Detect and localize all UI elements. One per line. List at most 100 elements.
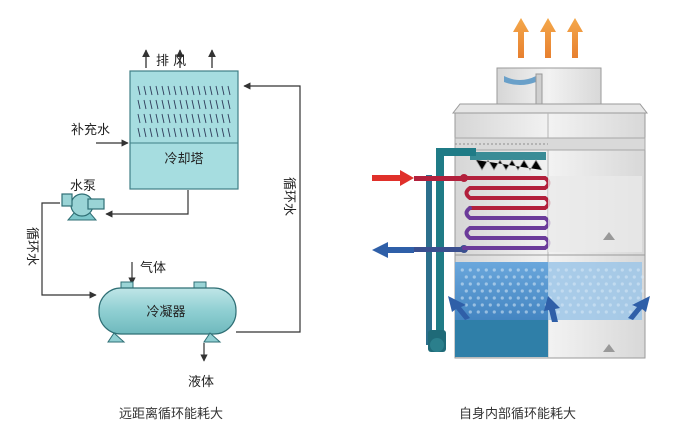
water-droplet bbox=[600, 289, 604, 293]
water-droplet bbox=[540, 282, 544, 286]
fill-stroke bbox=[155, 127, 159, 138]
water-droplet bbox=[544, 275, 548, 279]
water-droplet bbox=[520, 289, 524, 293]
water-droplet bbox=[592, 275, 596, 279]
water-droplet bbox=[472, 289, 476, 293]
water-droplet bbox=[480, 303, 484, 307]
water-droplet bbox=[640, 289, 644, 293]
water-droplet bbox=[588, 310, 592, 314]
right-arrow-icon bbox=[372, 170, 414, 186]
water-droplet bbox=[608, 275, 612, 279]
fill-stroke bbox=[191, 85, 195, 96]
water-droplet bbox=[552, 275, 556, 279]
water-droplet bbox=[496, 275, 500, 279]
fill-stroke bbox=[137, 99, 141, 110]
fill-stroke bbox=[227, 99, 231, 110]
water-droplet bbox=[620, 282, 624, 286]
water-droplet bbox=[608, 303, 612, 307]
water-droplet bbox=[624, 289, 628, 293]
water-droplet bbox=[584, 275, 588, 279]
water-droplet bbox=[512, 289, 516, 293]
water-droplet bbox=[484, 296, 488, 300]
water-droplet bbox=[504, 303, 508, 307]
water-droplet bbox=[568, 289, 572, 293]
water-droplet bbox=[488, 303, 492, 307]
water-droplet bbox=[572, 268, 576, 272]
fill-stroke bbox=[179, 99, 183, 110]
water-droplet bbox=[504, 289, 508, 293]
water-droplet bbox=[508, 310, 512, 314]
exhaust-arrows bbox=[142, 49, 216, 68]
fill-stroke bbox=[179, 113, 183, 124]
water-droplet bbox=[536, 303, 540, 307]
fill-stroke bbox=[215, 99, 219, 110]
water-droplet bbox=[524, 282, 528, 286]
water-droplet bbox=[560, 289, 564, 293]
fill-stroke bbox=[143, 99, 147, 110]
water-droplet bbox=[632, 275, 636, 279]
exhaust-label: 排 风 bbox=[156, 54, 186, 69]
spray-nozzles bbox=[475, 159, 543, 171]
fill-stroke bbox=[209, 99, 213, 110]
water-droplet bbox=[476, 310, 480, 314]
right-illustration: 自身内部循环能耗大 bbox=[372, 18, 650, 422]
tower-roof bbox=[451, 103, 649, 114]
water-droplet bbox=[532, 310, 536, 314]
water-droplet bbox=[568, 275, 572, 279]
water-droplet bbox=[596, 310, 600, 314]
water-droplet bbox=[528, 289, 532, 293]
water-droplet bbox=[476, 282, 480, 286]
water-droplet bbox=[516, 296, 520, 300]
fill-stroke bbox=[197, 85, 201, 96]
fill-stroke bbox=[173, 85, 177, 96]
water-droplet bbox=[468, 282, 472, 286]
nameplate-icon bbox=[603, 344, 615, 352]
water-droplet bbox=[628, 282, 632, 286]
water-droplet bbox=[512, 275, 516, 279]
left-arrow-icon bbox=[372, 242, 414, 258]
fill-stroke bbox=[197, 127, 201, 138]
fill-stroke bbox=[227, 85, 231, 96]
water-droplet bbox=[580, 310, 584, 314]
spray-header bbox=[470, 152, 546, 160]
fill-stroke bbox=[173, 127, 177, 138]
water-droplet bbox=[636, 296, 640, 300]
right-caption: 自身内部循环能耗大 bbox=[459, 406, 576, 422]
water-droplet bbox=[496, 303, 500, 307]
fill-stroke bbox=[191, 99, 195, 110]
water-droplet bbox=[572, 310, 576, 314]
liquid-label: 液体 bbox=[188, 375, 214, 390]
water-droplet bbox=[484, 268, 488, 272]
water-droplet bbox=[556, 310, 560, 314]
water-droplet bbox=[564, 282, 568, 286]
water-droplet bbox=[516, 282, 520, 286]
fill-stroke bbox=[161, 127, 165, 138]
water-droplet bbox=[580, 296, 584, 300]
fill-stroke bbox=[167, 113, 171, 124]
water-droplet bbox=[468, 268, 472, 272]
water-droplet bbox=[488, 289, 492, 293]
water-droplet bbox=[496, 289, 500, 293]
condenser-vessel bbox=[98, 281, 237, 343]
water-droplet bbox=[612, 296, 616, 300]
water-droplet bbox=[640, 275, 644, 279]
water-droplet bbox=[500, 310, 504, 314]
water-droplet bbox=[480, 275, 484, 279]
water-droplet bbox=[552, 289, 556, 293]
water-droplet bbox=[592, 303, 596, 307]
fan-stack bbox=[496, 67, 602, 111]
cooling-tower-label: 冷却塔 bbox=[164, 152, 203, 167]
fill-stroke bbox=[221, 85, 225, 96]
air-inlet-center-icon bbox=[544, 296, 560, 322]
fill-stroke bbox=[209, 113, 213, 124]
water-droplet bbox=[520, 303, 524, 307]
fill-stroke bbox=[161, 113, 165, 124]
fill-stroke bbox=[167, 99, 171, 110]
recirculation-pump-icon bbox=[428, 330, 446, 352]
water-droplet bbox=[632, 289, 636, 293]
water-droplet bbox=[584, 303, 588, 307]
fill-stroke bbox=[215, 127, 219, 138]
water-droplet bbox=[576, 303, 580, 307]
fill-stroke bbox=[197, 99, 201, 110]
water-droplet bbox=[604, 282, 608, 286]
